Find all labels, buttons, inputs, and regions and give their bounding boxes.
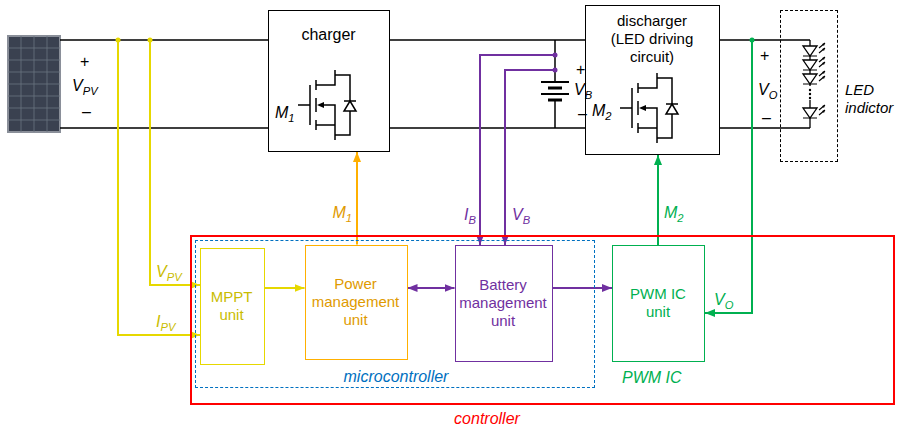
control-signal-name: M1 xyxy=(322,203,352,222)
polarity-sign: + xyxy=(760,46,769,65)
battery-cell-short xyxy=(548,88,562,100)
block-label: PWM IC xyxy=(622,368,682,387)
solar-panel xyxy=(8,36,60,132)
led-symbol xyxy=(803,43,825,56)
mosfet-symbol xyxy=(620,73,678,143)
power-rail xyxy=(60,40,810,128)
unit-name: Battery management unit xyxy=(459,276,548,330)
led-symbol xyxy=(803,71,825,84)
mosfet-symbol xyxy=(298,70,356,140)
junction-dot xyxy=(553,68,558,73)
led-indicator-box: LED indictor xyxy=(780,10,838,162)
output-voltage-sense xyxy=(705,40,752,313)
junction-dot xyxy=(553,53,558,58)
unit-name: MPPT unit xyxy=(204,288,260,324)
pv-current-sense xyxy=(118,40,200,335)
transistor-label: M1 xyxy=(275,103,301,122)
junction-dot xyxy=(750,38,755,43)
transistor-label: M2 xyxy=(592,101,618,120)
battery-symbol xyxy=(541,40,569,128)
polarity-sign: – xyxy=(762,108,771,127)
process-box: Power management unit xyxy=(305,245,408,360)
signal-name: VPV xyxy=(72,76,98,95)
solar-panel-frame xyxy=(8,36,60,132)
signal-arrow xyxy=(657,155,659,245)
led-symbol xyxy=(803,105,825,118)
led-symbol xyxy=(803,57,825,70)
control-signal-name: M2 xyxy=(664,203,694,222)
ellipsis-dot xyxy=(809,97,811,99)
signal-arrow xyxy=(553,287,613,289)
signal-name: IB xyxy=(446,205,476,224)
signal-name: VB xyxy=(574,80,592,99)
battery-current-sense xyxy=(480,55,555,245)
microcontroller-box: microcontroller MPPT unit Power management… xyxy=(195,240,595,388)
polarity-sign: + xyxy=(576,60,585,79)
junction-dot xyxy=(116,38,121,43)
solar-cell-grid xyxy=(8,36,60,132)
junction-dot xyxy=(148,38,153,43)
process-box: MPPT unit xyxy=(200,248,265,365)
battery-voltage-sense xyxy=(505,70,555,245)
ellipsis-dot xyxy=(809,93,811,95)
block-title: controller xyxy=(432,409,542,428)
signal-name: VO xyxy=(758,80,777,99)
controller-box: controllermicrocontrollerMPPT unitPower … xyxy=(190,235,895,405)
signal-name: VB xyxy=(512,205,530,224)
block-title: charger xyxy=(269,25,388,44)
signal-arrow xyxy=(356,152,358,245)
discharger-box: discharger (LED driving circuit) M2 xyxy=(585,5,720,155)
sense-wires xyxy=(116,38,755,336)
process-box: Battery management unit xyxy=(455,245,553,362)
ellipsis-dot xyxy=(809,89,811,91)
block-title: LED indictor xyxy=(845,81,911,117)
block-title: microcontroller xyxy=(296,367,496,386)
signal-name: VO xyxy=(714,290,733,309)
unit-name: PWM IC unit xyxy=(616,285,700,321)
signal-name: IPV xyxy=(156,312,175,331)
polarity-sign: + xyxy=(80,52,89,71)
signal-arrow xyxy=(408,287,455,289)
block-title: discharger (LED driving circuit) xyxy=(601,12,703,66)
signal-name: VPV xyxy=(156,262,182,281)
signal-arrow xyxy=(265,287,305,289)
charger-box: chargerM1 xyxy=(268,10,390,152)
unit-name: Power management unit xyxy=(309,275,403,329)
polarity-sign: – xyxy=(82,102,91,121)
pv-voltage-sense xyxy=(150,40,200,285)
process-box: PWM IC unit xyxy=(612,245,705,362)
led-string xyxy=(803,40,825,128)
polarity-sign: – xyxy=(578,104,587,123)
